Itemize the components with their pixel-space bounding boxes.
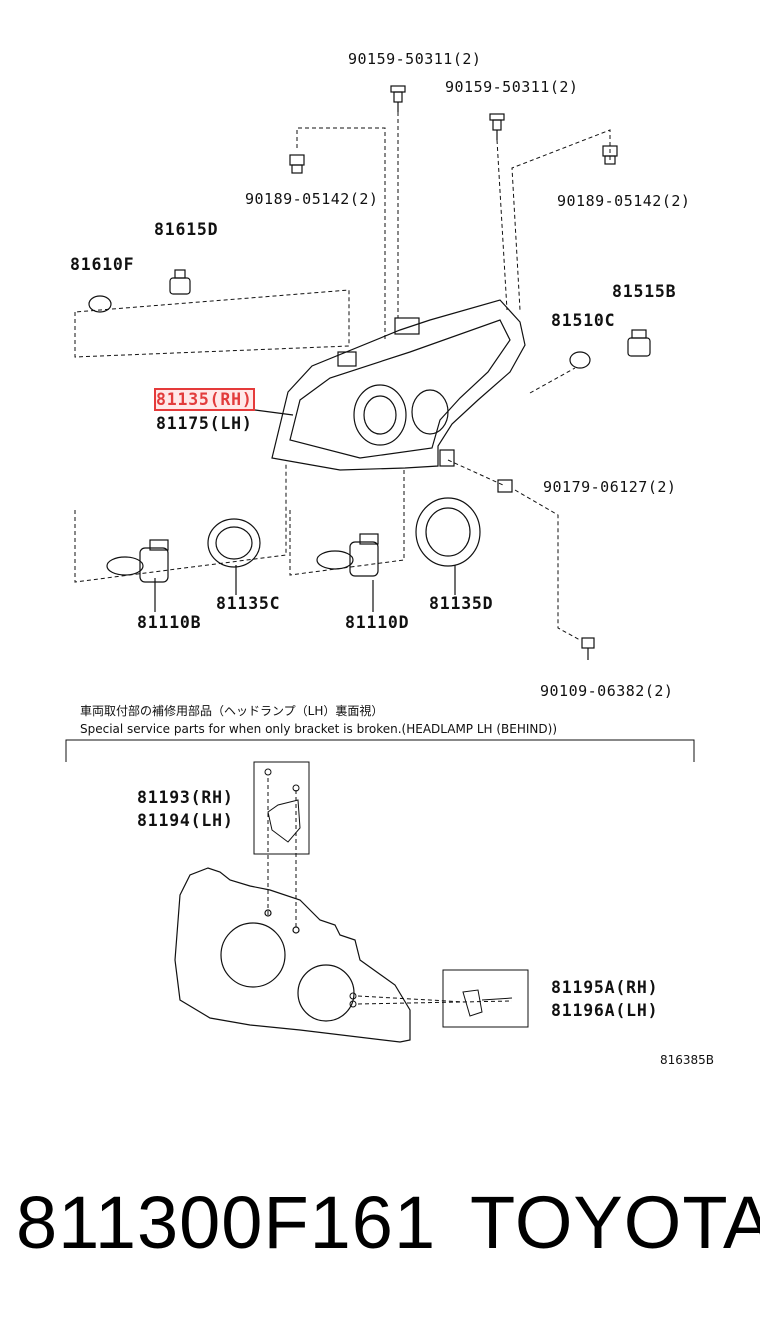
bolt-icon	[489, 113, 505, 140]
diagram-reference: 816385B	[660, 1053, 715, 1067]
screw-icon	[581, 637, 595, 660]
label-bracket-lh: 81194(LH)	[137, 811, 234, 830]
label-81110b: 81110B	[137, 613, 202, 632]
label-bracket-rh: 81193(RH)	[137, 788, 234, 807]
bracket-box	[253, 761, 310, 855]
label-81135c: 81135C	[216, 594, 281, 613]
label-81135d: 81135D	[429, 594, 494, 613]
label-81515b: 81515B	[612, 282, 677, 301]
nut-icon	[289, 154, 305, 174]
label-screw: 90109-06382(2)	[540, 682, 674, 700]
label-unit-rh[interactable]: 81135(RH)	[154, 388, 255, 411]
bulb-icon	[316, 533, 379, 577]
cover-icon	[207, 518, 261, 568]
clip-icon	[497, 479, 513, 493]
bulb-icon	[106, 539, 169, 583]
socket-icon	[627, 329, 651, 357]
label-unit-lh: 81175(LH)	[156, 414, 253, 433]
label-81510c: 81510C	[551, 311, 616, 330]
label-nut-left: 90189-05142(2)	[245, 190, 379, 208]
label-bolt-top-left: 90159-50311(2)	[348, 50, 482, 68]
bracket-box	[442, 969, 529, 1028]
bulb-icon	[569, 351, 591, 369]
headlamp-back-view-icon	[174, 867, 411, 1043]
cover-icon	[415, 497, 481, 567]
label-bracket2-lh: 81196A(LH)	[551, 1001, 659, 1020]
footer-brand: TOYOTA	[470, 1181, 760, 1264]
note-english: Special service parts for when only brac…	[80, 722, 558, 736]
note-japanese: 車両取付部の補修用部品（ヘッドランプ（LH）裏面視）	[80, 704, 384, 718]
bolt-icon	[390, 85, 406, 112]
bracket-icon	[264, 768, 301, 843]
label-81615d: 81615D	[154, 220, 219, 239]
label-bracket2-rh: 81195A(RH)	[551, 978, 659, 997]
socket-icon	[169, 269, 191, 295]
nut-icon	[602, 145, 618, 165]
label-bolt-top-right: 90159-50311(2)	[445, 78, 579, 96]
section-frame	[65, 739, 695, 762]
leader-lines	[74, 112, 611, 1005]
label-nut-right: 90189-05142(2)	[557, 192, 691, 210]
label-clip: 90179-06127(2)	[543, 478, 677, 496]
label-81610f: 81610F	[70, 255, 135, 274]
label-81110d: 81110D	[345, 613, 410, 632]
bulb-icon	[88, 295, 112, 313]
footer-part-number: 811300F161	[16, 1181, 437, 1264]
headlamp-unit-icon	[271, 299, 526, 471]
